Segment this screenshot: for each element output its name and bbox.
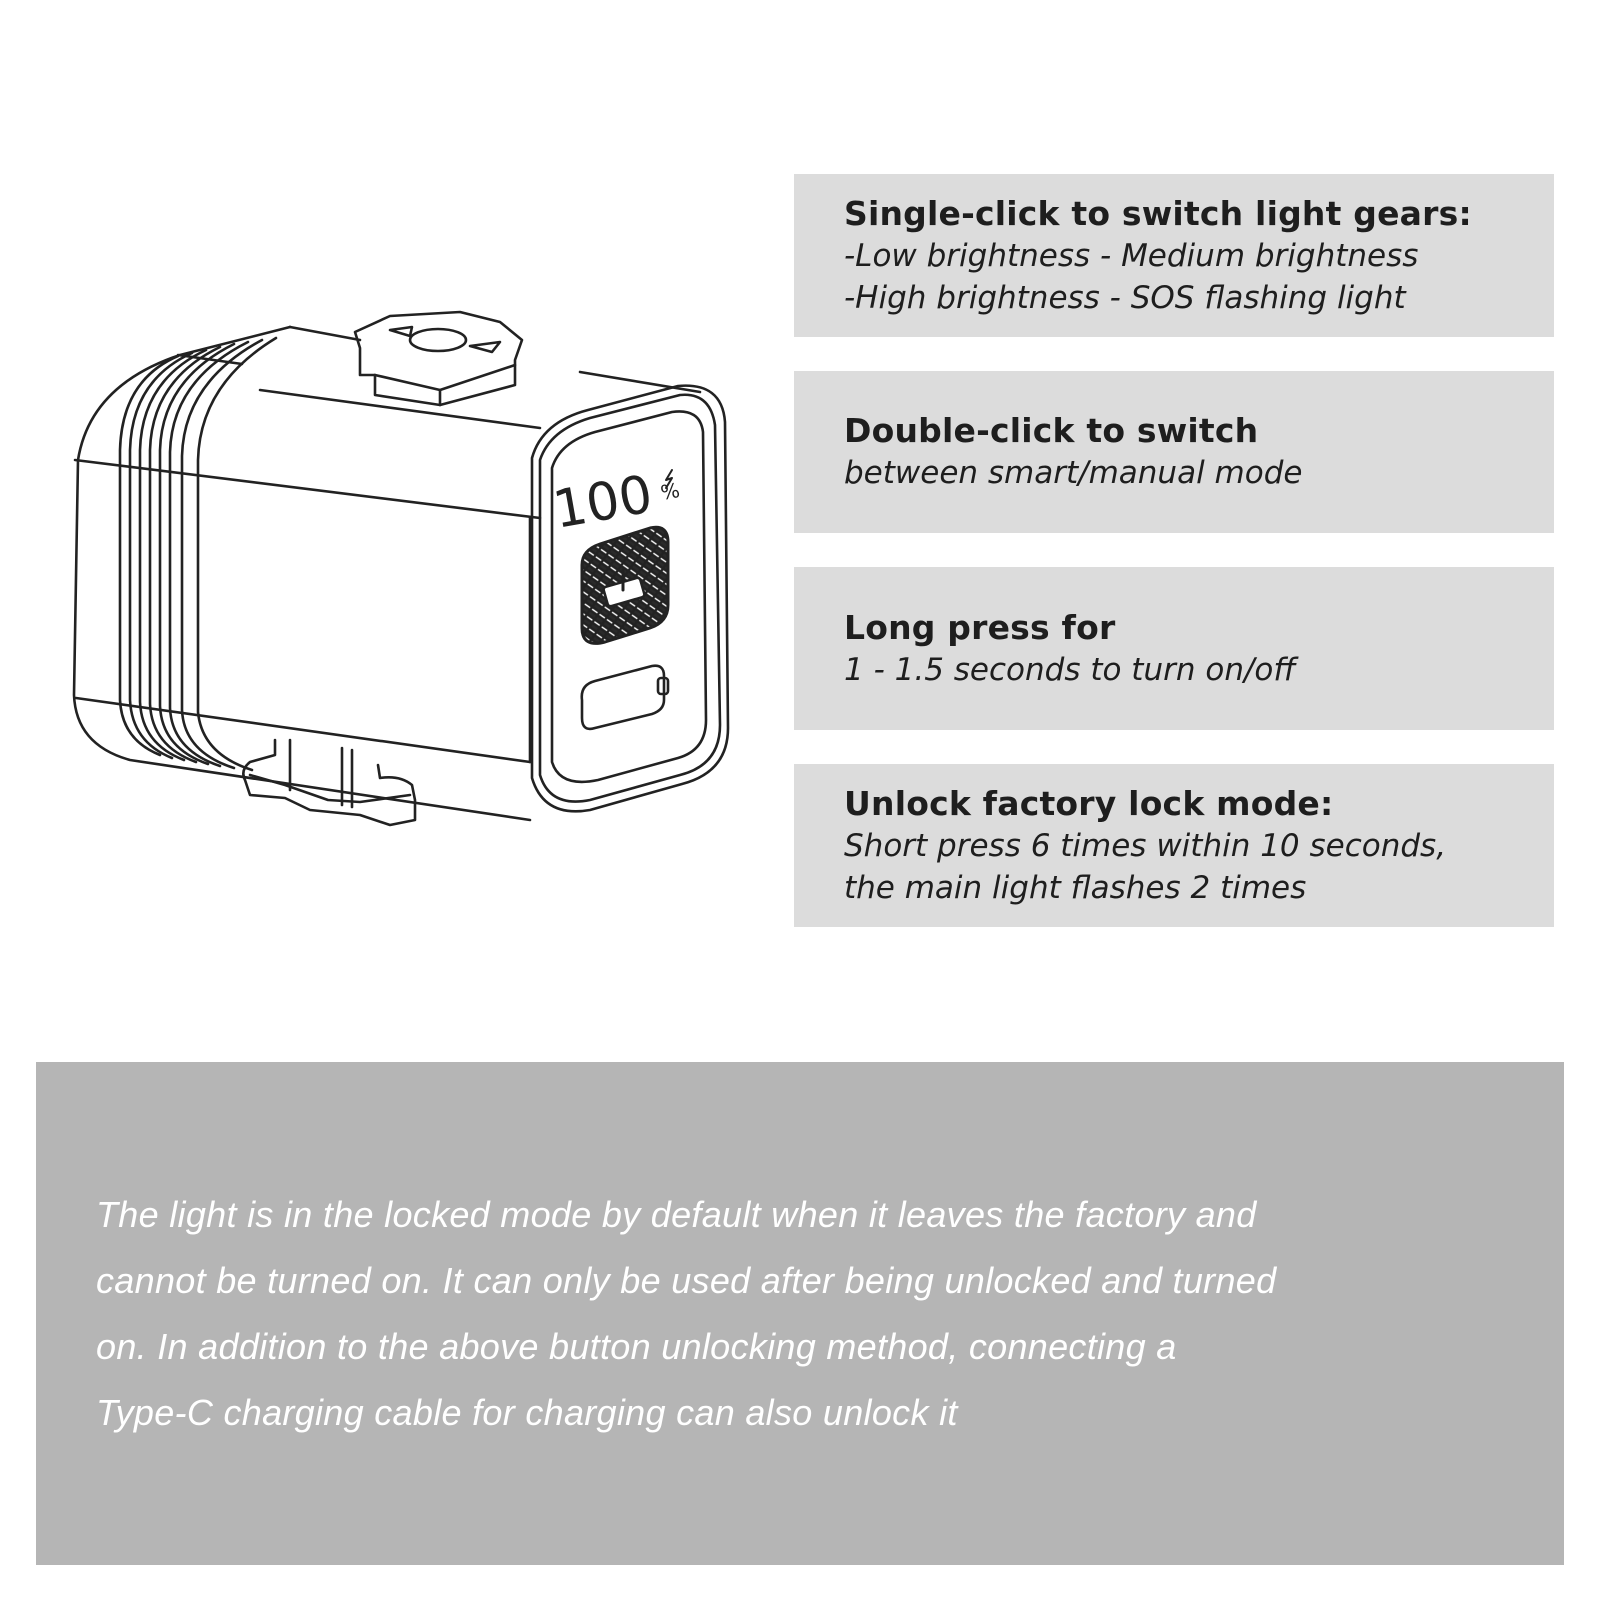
instruction-line: the main light flashes 2 times — [844, 869, 1307, 906]
bottom-mount — [242, 738, 417, 827]
note-line: Type-C charging cable for charging can a… — [96, 1392, 958, 1433]
instruction-title: Unlock factory lock mode: — [844, 783, 1334, 823]
instruction-long-press: Long press for 1 - 1.5 seconds to turn o… — [794, 567, 1554, 730]
power-button[interactable] — [580, 525, 670, 645]
note-line: cannot be turned on. It can only be used… — [96, 1260, 1277, 1301]
instruction-line: between smart/manual mode — [844, 455, 1303, 491]
note-line: The light is in the locked mode by defau… — [96, 1194, 1257, 1235]
instruction-line: -Low brightness - Medium brightness — [844, 237, 1419, 274]
factory-lock-note-panel: The light is in the locked mode by defau… — [36, 1062, 1564, 1565]
charging-port-cover — [580, 664, 670, 731]
instruction-title: Long press for — [844, 607, 1116, 647]
lightning-bolt-icon — [665, 469, 673, 489]
instruction-line: 1 - 1.5 seconds to turn on/off — [844, 651, 1296, 688]
instruction-single-click: Single-click to switch light gears: -Low… — [794, 174, 1554, 337]
instruction-title: Double-click to switch — [844, 411, 1259, 450]
front-face — [530, 384, 730, 813]
top-mount — [353, 310, 524, 407]
note-line: on. In addition to the above button unlo… — [96, 1326, 1177, 1367]
light-body — [72, 325, 702, 822]
battery-percent-display: 100 — [549, 464, 657, 540]
instruction-line: Short press 6 times within 10 seconds, — [844, 827, 1447, 864]
instruction-line: -High brightness - SOS flashing light — [844, 279, 1406, 316]
instruction-unlock-factory-lock: Unlock factory lock mode: Short press 6 … — [794, 764, 1554, 927]
instruction-title: Single-click to switch light gears: — [844, 193, 1472, 233]
bike-light-illustration: 100 % — [60, 300, 760, 860]
instruction-double-click: Double-click to switch between smart/man… — [794, 371, 1554, 533]
percent-unit: % — [659, 478, 682, 505]
power-battery-icon — [602, 568, 646, 608]
